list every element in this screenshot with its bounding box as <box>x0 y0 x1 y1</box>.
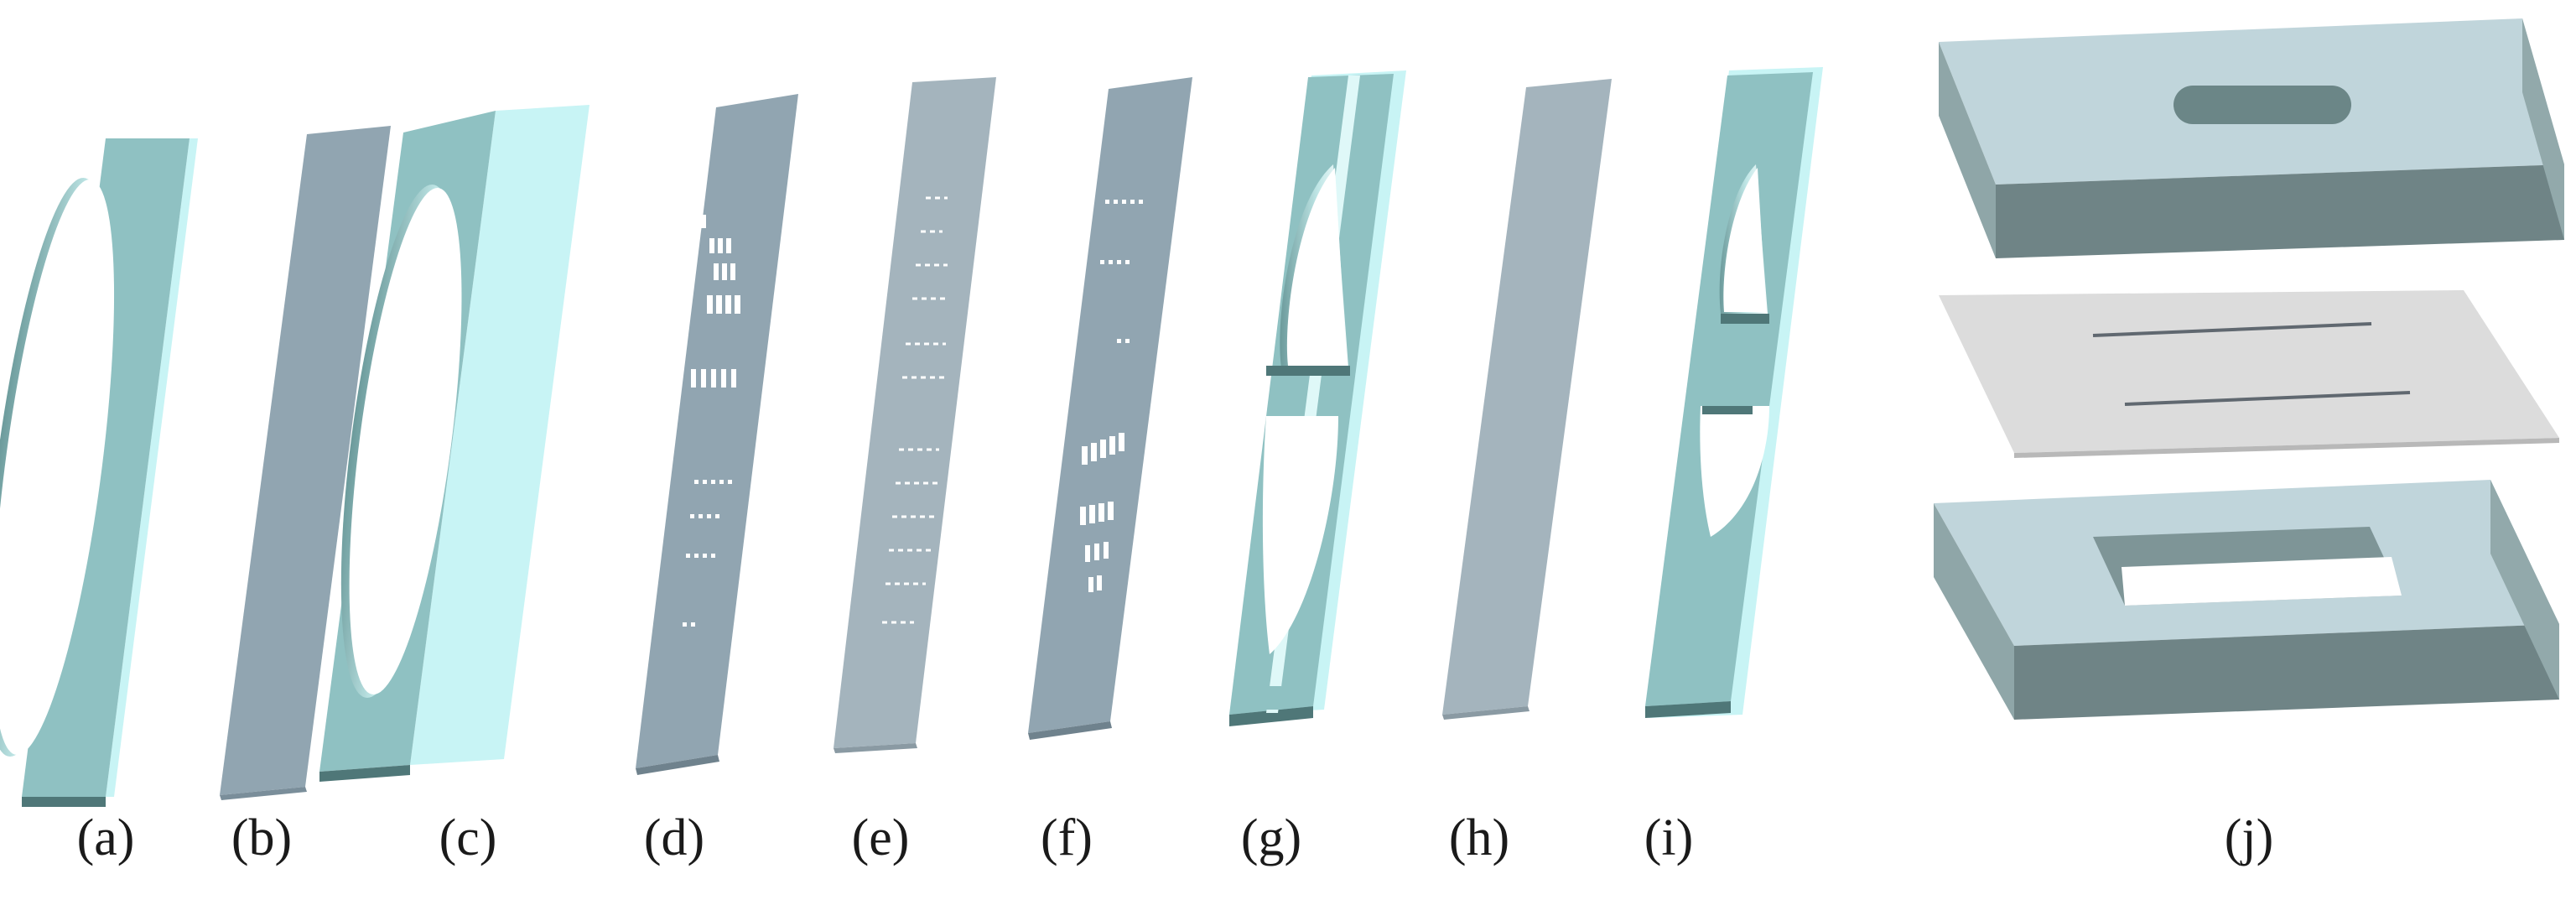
plate-g-split-frame <box>1229 70 1406 726</box>
plate-i-frame <box>1645 67 1823 718</box>
label-i: (i) <box>1644 809 1694 866</box>
label-d: (d) <box>643 809 705 866</box>
label-b: (b) <box>231 809 293 866</box>
label-e: (e) <box>851 809 910 866</box>
label-a: (a) <box>76 809 135 866</box>
assembly-j <box>1934 18 2564 720</box>
top-block <box>1939 18 2564 258</box>
plate-h-solid <box>1442 79 1612 720</box>
plate-f-slotted <box>1028 77 1192 740</box>
label-h: (h) <box>1448 809 1510 866</box>
label-f: (f) <box>1041 809 1093 866</box>
label-c: (c) <box>439 809 497 866</box>
plate-d-slotted <box>636 94 798 775</box>
plate-c-frame <box>319 105 589 782</box>
plate-b-solid <box>220 126 391 800</box>
plate-a-frame <box>0 138 198 807</box>
film-layer <box>1939 290 2559 458</box>
label-g: (g) <box>1240 809 1302 866</box>
plate-e-microslits <box>834 77 996 753</box>
label-j: (j) <box>2224 809 2274 866</box>
bottom-frame <box>1934 480 2559 720</box>
